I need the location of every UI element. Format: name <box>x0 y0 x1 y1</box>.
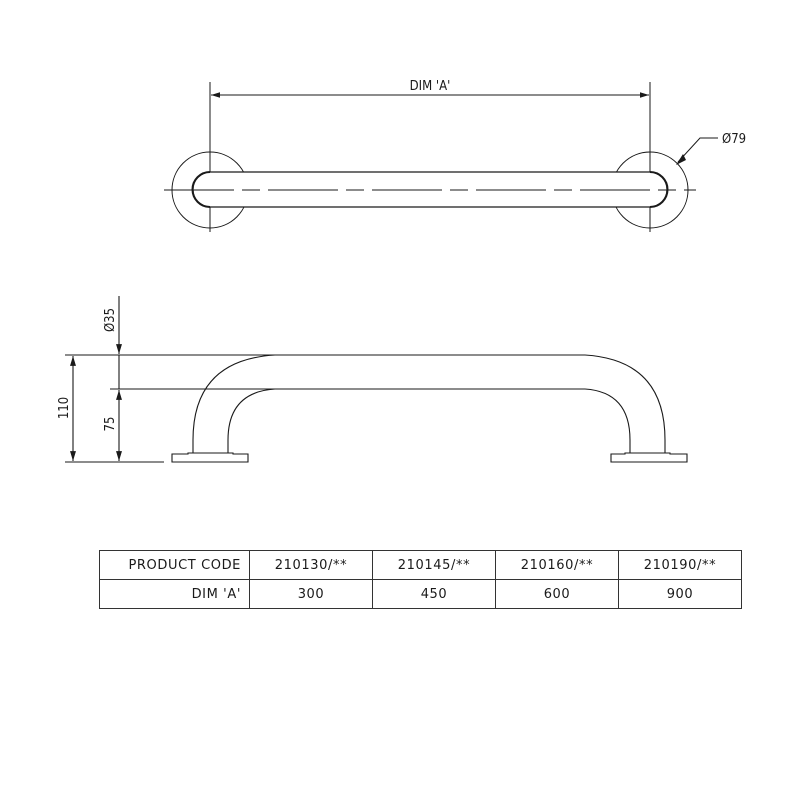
right-flange <box>610 452 688 463</box>
row-header: DIM 'A' <box>99 579 250 609</box>
diameter-leader <box>677 137 718 163</box>
table-cell: 450 <box>372 579 496 609</box>
table-cell: 300 <box>249 579 373 609</box>
table-cell: 210190/** <box>618 550 742 580</box>
table-cell: 900 <box>618 579 742 609</box>
product-table: PRODUCT CODE 210130/** 210145/** 210160/… <box>99 550 742 609</box>
table-row-product-code: PRODUCT CODE 210130/** 210145/** 210160/… <box>99 550 742 580</box>
row-header: PRODUCT CODE <box>99 550 250 580</box>
table-cell: 210160/** <box>495 550 619 580</box>
table-cell: 600 <box>495 579 619 609</box>
left-flange <box>171 452 249 463</box>
bar-inner-profile <box>227 388 631 453</box>
table-cell: 210145/** <box>372 550 496 580</box>
table-row-dim-a: DIM 'A' 300 450 600 900 <box>99 579 742 609</box>
top-view <box>164 82 718 232</box>
rosette-diameter-label: Ø79 <box>722 132 746 147</box>
leader-arrow <box>676 154 686 165</box>
dim-a-label: DIM 'A' <box>410 79 451 94</box>
table-cell: 210130/** <box>249 550 373 580</box>
bar-outer-profile <box>192 354 666 453</box>
side-view <box>65 296 688 463</box>
height-75-label: 75 <box>103 417 118 432</box>
height-110-label: 110 <box>57 397 72 419</box>
tube-diameter-label: Ø35 <box>103 308 118 332</box>
